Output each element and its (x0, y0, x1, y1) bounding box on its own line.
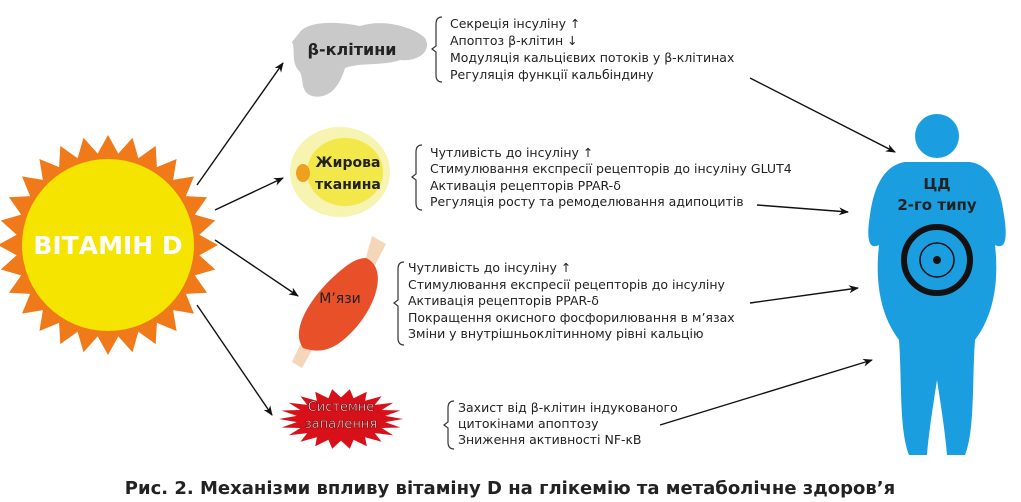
inflammation-effect: Зниження активності NF-κB (458, 432, 642, 447)
muscle-effect: Зміни у внутрішньоклітинному рівні кальц… (408, 326, 703, 341)
arrow (196, 62, 284, 186)
person-head (915, 114, 959, 158)
beta-effect: Апоптоз β-клітин ↓ (450, 33, 578, 48)
outcome-line-2: 2-го типу (897, 196, 977, 214)
bracket (431, 16, 443, 83)
inflammation-label-1: Системне (308, 400, 375, 415)
nucleus (296, 164, 310, 182)
beta-cells-node: β-клітини (292, 22, 428, 97)
muscle-effect: Активація рецепторів PPAR-δ (408, 293, 599, 308)
adipose-effect: Чутливість до інсуліну ↑ (430, 145, 593, 160)
bracket (411, 144, 423, 211)
arrow (756, 204, 849, 216)
inflammation-burst (279, 389, 403, 449)
beta-cells-label: β-клітини (308, 40, 397, 59)
arrow (214, 177, 284, 211)
target-icon (901, 224, 973, 296)
adipose-node: Жирова тканина (290, 127, 390, 217)
sun-core (22, 159, 194, 331)
inflammation-effect: цитокінами апоптозу (458, 416, 599, 431)
arrow (214, 239, 299, 297)
bracket (443, 400, 455, 450)
inflammation-node: Системне запалення (279, 389, 403, 449)
adipose-effect: Стимулювання експресії рецепторів до інс… (430, 161, 792, 176)
arrow (659, 358, 873, 426)
adipose-label-1: Жирова (316, 155, 381, 171)
adipose-effect: Активація рецепторів PPAR-δ (430, 178, 621, 193)
muscle-effect: Чутливість до інсуліну ↑ (408, 260, 571, 275)
t2d-person: ЦД 2-го типу (868, 114, 1006, 455)
muscle-node: М’язи (292, 236, 386, 368)
bracket (393, 261, 405, 346)
muscle-effect: Стимулювання експресії рецепторів до інс… (408, 277, 726, 292)
adipose-effect: Регуляція росту та ремоделювання адипоци… (430, 194, 744, 209)
vitamin-d-sun: ВІТАМІН D (0, 135, 218, 355)
beta-cells-shape (292, 22, 428, 97)
outcome-line-1: ЦД (923, 175, 950, 193)
arrow (749, 285, 859, 304)
beta-effect: Модуляція кальцієвих потоків у β-клітина… (450, 50, 734, 65)
arrow (196, 304, 273, 416)
vitamin-label: ВІТАМІН D (33, 231, 182, 260)
beta-effect: Секреція інсуліну ↑ (450, 16, 580, 31)
arrows (196, 62, 896, 426)
inflammation-effect: Захист від β-клітин індукованого (458, 400, 678, 415)
person-body (868, 162, 1006, 455)
muscle-label: М’язи (319, 291, 361, 307)
muscle-effect: Покращення окисного фосфорилювання в м’я… (408, 310, 735, 325)
beta-effect: Регуляція функції кальбіндину (450, 67, 654, 82)
adipose-label-2: тканина (315, 177, 381, 193)
arrow (749, 77, 896, 153)
inflammation-label-2: запалення (305, 417, 377, 432)
figure-caption: Рис. 2. Механізми впливу вітаміну D на г… (125, 478, 895, 499)
muscle-shape (298, 258, 378, 351)
adipocyte-inner (307, 138, 383, 206)
